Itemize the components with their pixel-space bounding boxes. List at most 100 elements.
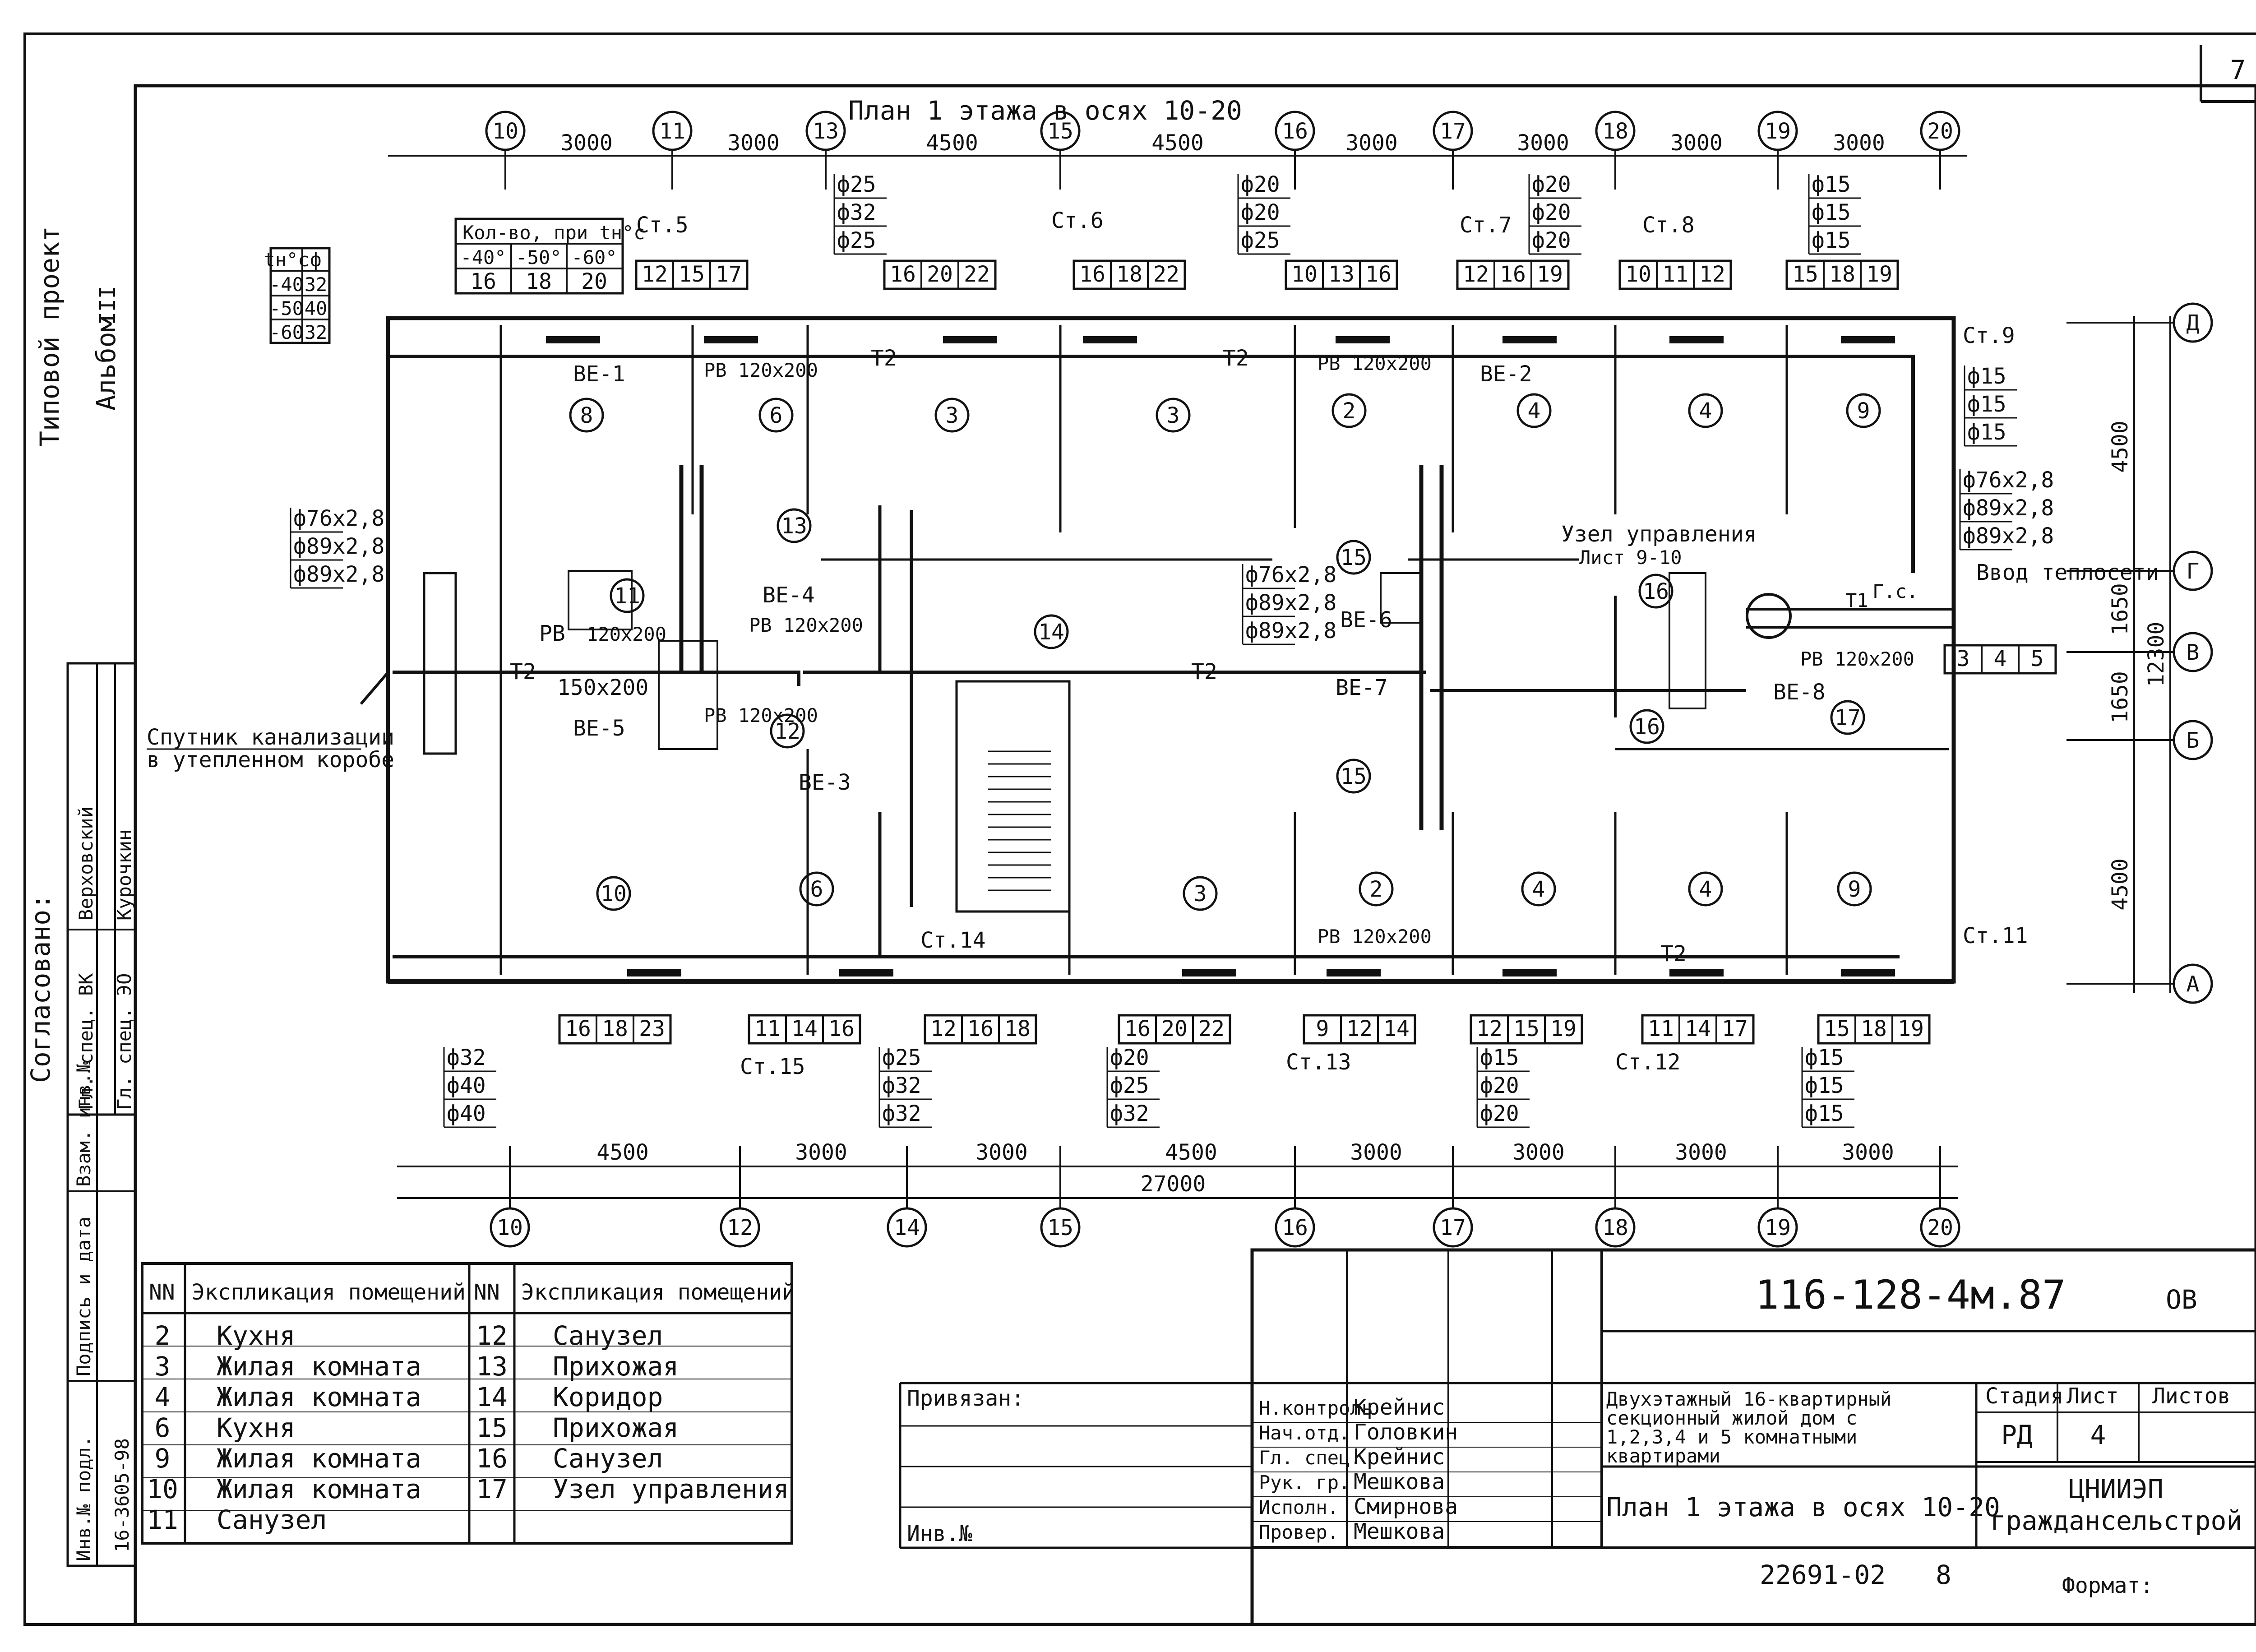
left-strip: Взам. инв.№ Подпись и дата Инв.№ подл. 1… — [66, 1061, 137, 1567]
radiator — [943, 336, 997, 343]
radiator — [1841, 336, 1895, 343]
radiators — [546, 336, 1895, 976]
room-22-4-circle — [1688, 871, 1723, 907]
room-2-3: 3 — [946, 403, 959, 428]
group-top-0-2: 17 — [716, 262, 742, 287]
axis-top-10: 10 — [492, 119, 518, 144]
dim-right-1: 1650 — [2108, 583, 2133, 635]
stamp-sheet-h: Лист — [2066, 1384, 2119, 1409]
group-bottom-3-2: 22 — [1198, 1016, 1225, 1041]
vent-label-2: ВЕ-3 — [799, 770, 851, 795]
pipe-main-left-1: ф89х2,8 — [293, 534, 384, 559]
group-bottom-7-1: 18 — [1861, 1016, 1887, 1041]
room-12-12: 12 — [774, 719, 800, 744]
room-13-15-circle — [1336, 759, 1371, 794]
gs-label: Г.с. — [1872, 580, 1918, 602]
room-8-13: 13 — [781, 514, 807, 539]
room-0-8-circle — [569, 398, 604, 433]
axis-bottom-17: 17 — [1440, 1215, 1466, 1240]
radiator — [1083, 336, 1137, 343]
room-18-6-circle — [799, 871, 834, 907]
stamp-person-3: Мешкова — [1354, 1469, 1445, 1495]
radiator — [839, 969, 893, 976]
axis-top-11: 11 — [659, 119, 685, 144]
group-top-4-2: 19 — [1537, 262, 1563, 287]
pipe-top-0-2: ф25 — [837, 228, 876, 253]
exp-header-nn: NN — [149, 1280, 175, 1305]
stamp-desc-0: Двухэтажный 16-квартирный — [1606, 1388, 1891, 1410]
heating-pipes — [360, 355, 1954, 958]
diam-header-f: ф — [310, 249, 321, 271]
group-aux-1: 4 — [1994, 646, 2007, 671]
t2-label-0: Т2 — [871, 346, 897, 371]
radiator — [627, 969, 681, 976]
node-sheet-label: Лист 9-10 — [1579, 546, 1682, 569]
group-bottom-4-1: 12 — [1346, 1016, 1373, 1041]
exp-left-num-2: 4 — [155, 1382, 171, 1412]
room-23-9: 9 — [1848, 877, 1861, 902]
room-14-16: 16 — [1643, 579, 1669, 604]
exp-right-num-5: 17 — [476, 1474, 508, 1504]
radiator — [1182, 969, 1236, 976]
radiator — [1669, 969, 1724, 976]
room-3-3: 3 — [1167, 403, 1180, 428]
stamp-role-4: Исполн. — [1259, 1496, 1339, 1518]
strip-inv-number: 16-3605-98 — [111, 1438, 133, 1552]
dim-top-2: 4500 — [926, 130, 978, 156]
group-top-3-1: 13 — [1328, 262, 1355, 287]
room-9-14: 14 — [1038, 620, 1064, 645]
stamp-bound: Привязан: — [907, 1386, 1024, 1411]
dim-bottom-1: 3000 — [795, 1140, 847, 1165]
dim-bottom-7: 3000 — [1842, 1140, 1894, 1165]
heat-value-2: 20 — [581, 269, 607, 294]
room-5-4-circle — [1516, 393, 1552, 428]
exp-right-num-1: 13 — [476, 1351, 508, 1382]
heat-table-header: Кол-во, при tн°с — [462, 222, 645, 244]
approval-name-2: Курочкин — [113, 829, 135, 921]
rb-label-4: РВ 120х200 — [1800, 648, 1914, 670]
dim-top-5: 3000 — [1517, 130, 1569, 156]
group-top-6-0: 15 — [1792, 262, 1818, 287]
group-bottom-6-1: 14 — [1685, 1016, 1711, 1041]
axis-bottom-18: 18 — [1602, 1215, 1628, 1240]
vent-label-6: ВЕ-7 — [1336, 675, 1388, 700]
rb-label-0: РВ 120х200 — [704, 359, 818, 381]
riser-label-3: Ст.8 — [1642, 213, 1695, 238]
diam-header-t: tн°с — [264, 249, 309, 271]
dim-top-6: 3000 — [1670, 130, 1723, 156]
heat-temp-2: -60° — [571, 246, 617, 268]
room-13-15: 15 — [1341, 764, 1367, 789]
side-album: Альбом — [91, 316, 121, 411]
pipe-top-1-0: ф20 — [1241, 172, 1280, 197]
exp-header-nn-2: NN — [474, 1280, 500, 1305]
riser-label-4: Ст.9 — [1963, 323, 2015, 348]
t2-label-3: Т2 — [1191, 659, 1217, 685]
heat-input-label: Ввод теплосети — [1976, 560, 2159, 585]
room-22-4: 4 — [1699, 877, 1712, 902]
pipe-bottom-3-0: ф15 — [1480, 1045, 1519, 1070]
group-aux-0: 3 — [1957, 646, 1970, 671]
dim-bottom-3: 4500 — [1165, 1140, 1217, 1165]
dim-right-total: 12300 — [2144, 622, 2169, 687]
stamp-person-5: Мешкова — [1354, 1519, 1445, 1544]
exp-header-name-2: Экспликация помещений — [521, 1280, 795, 1305]
pipe-top-0-1: ф32 — [837, 200, 876, 225]
axis-bottom-19: 19 — [1765, 1215, 1791, 1240]
group-bottom-5-2: 19 — [1550, 1016, 1576, 1041]
diam-row-f-0: 32 — [305, 273, 328, 296]
approval-role-1: Гл. спец. ВК — [75, 973, 97, 1110]
vent-label-3: ВЕ-4 — [763, 583, 815, 608]
room-10-15: 15 — [1341, 545, 1367, 570]
stamp-mark: ОВ — [2166, 1284, 2197, 1315]
group-bottom-1-0: 11 — [754, 1016, 781, 1041]
approval-role-2: Гл. спец. ЭО — [113, 973, 135, 1110]
group-aux-2: 5 — [2031, 646, 2044, 671]
riser-label-2: Ст.7 — [1460, 213, 1512, 238]
rb-label-5: РВ 120х200 — [1318, 925, 1432, 948]
group-top-4-0: 12 — [1463, 262, 1489, 287]
pipe-bottom-1-1: ф32 — [882, 1073, 921, 1098]
pipe-main-center-1: ф89х2,8 — [1245, 590, 1336, 615]
axis-top-20: 20 — [1927, 119, 1953, 144]
room-6-4-circle — [1688, 393, 1723, 428]
